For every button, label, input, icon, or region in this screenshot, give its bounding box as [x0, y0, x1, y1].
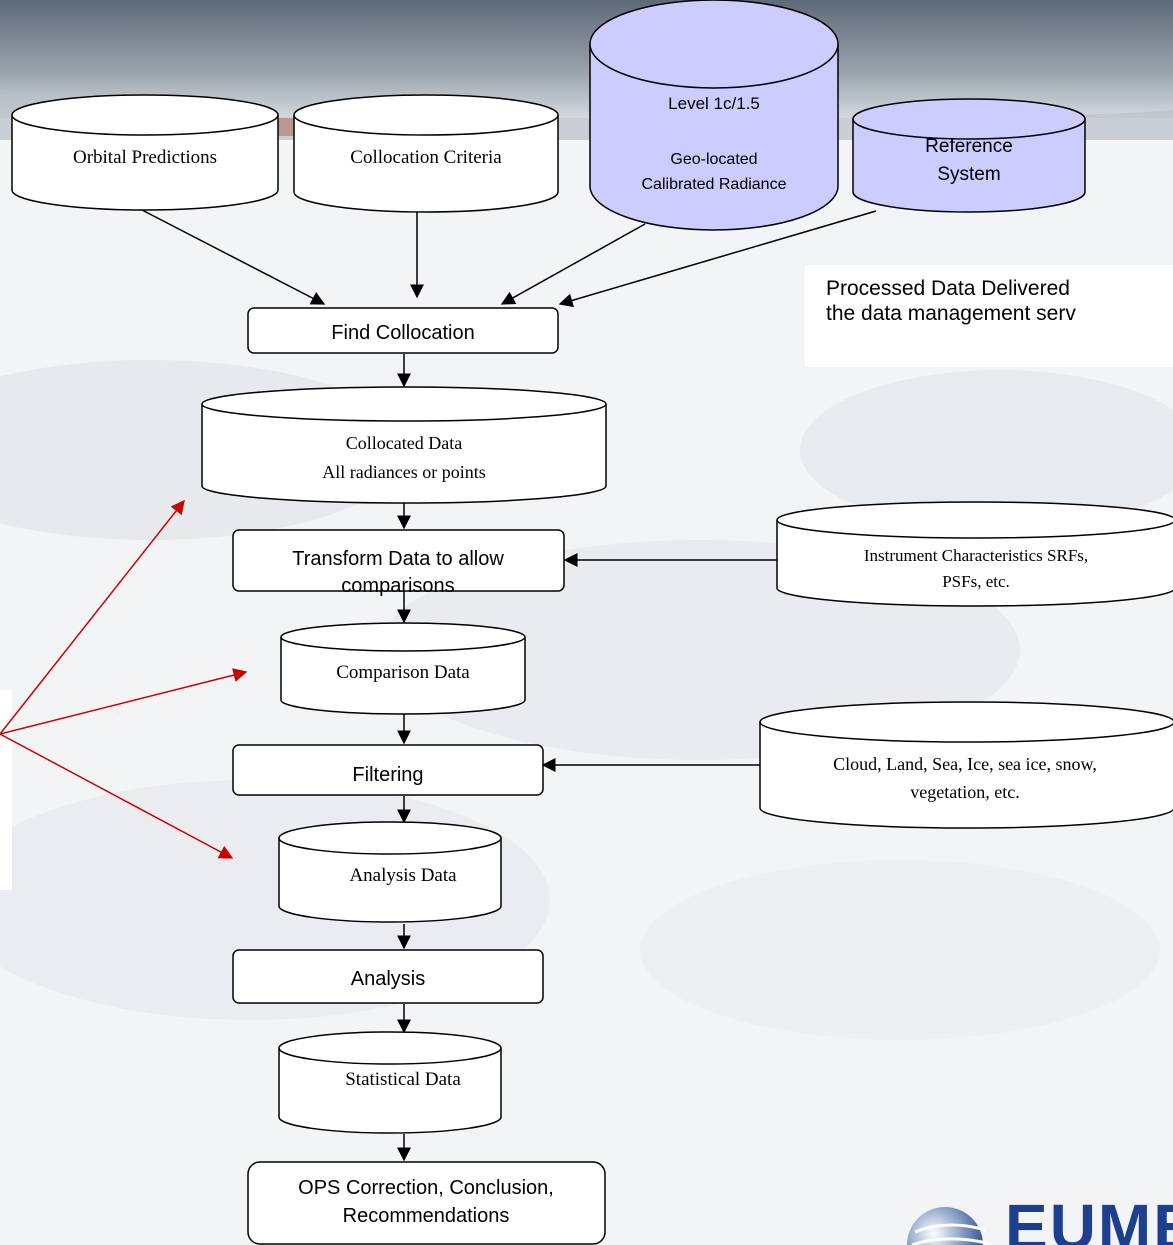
ops-correction-step: OPS Correction, Conclusion, Recommendati… — [247, 1161, 606, 1245]
arrow-orbital-to-find — [141, 209, 326, 305]
logo-text: EUMET — [1005, 1191, 1173, 1245]
logo-globe-icon — [907, 1207, 991, 1245]
instrument-characteristics-store: Instrument Characteristics SRFs, PSFs, e… — [776, 501, 1173, 607]
red-arrows — [0, 499, 248, 859]
arrow-level-to-find — [500, 223, 646, 305]
reference-system-store: Reference System — [852, 98, 1086, 213]
filtering-label: Filtering — [352, 764, 423, 786]
red-arrow-to-analysis-data — [0, 733, 234, 859]
transform-line2: comparisons — [341, 575, 454, 597]
level-1c-store: Level 1c/1.5 Geo-located Calibrated Radi… — [589, 0, 839, 231]
reference-line2: System — [937, 164, 1000, 185]
level-line1: Geo-located — [670, 151, 757, 168]
eumetsat-logo: EUMET — [905, 1190, 1173, 1245]
transform-data-step: Transform Data to allow comparisons — [232, 529, 565, 597]
analysis-data-store: Analysis Data — [278, 821, 502, 923]
filtering-step: Filtering — [232, 744, 544, 796]
note-line1: Processed Data Delivered — [826, 277, 1070, 300]
transform-line1: Transform Data to allow — [292, 548, 504, 570]
statistical-data-store: Statistical Data — [278, 1031, 502, 1134]
cloud-land-sea-store: Cloud, Land, Sea, Ice, sea ice, snow, ve… — [759, 701, 1173, 829]
analysis-data-label: Analysis Data — [349, 865, 457, 886]
red-arrow-to-comparison — [0, 668, 248, 735]
ops-line2: Recommendations — [343, 1205, 510, 1227]
analysis-label: Analysis — [351, 968, 425, 990]
find-collocation-step: Find Collocation — [247, 307, 559, 354]
instrument-line2: PSFs, etc. — [942, 572, 1010, 591]
arrow-reference-to-find — [558, 210, 877, 308]
orbital-predictions-store: Orbital Predictions — [11, 94, 279, 211]
reference-line1: Reference — [925, 136, 1013, 157]
statistical-data-label: Statistical Data — [345, 1069, 461, 1090]
red-arrow-to-collocated — [0, 499, 185, 735]
level-title: Level 1c/1.5 — [668, 94, 760, 113]
collocated-line2: All radiances or points — [322, 462, 485, 482]
ops-line1: OPS Correction, Conclusion, — [298, 1177, 554, 1199]
collocation-criteria-store: Collocation Criteria — [293, 94, 559, 213]
cloud-line2: vegetation, etc. — [910, 782, 1019, 802]
instrument-line1: Instrument Characteristics SRFs, — [864, 546, 1088, 565]
level-line2: Calibrated Radiance — [642, 176, 787, 193]
find-collocation-label: Find Collocation — [331, 322, 474, 344]
comparison-data-store: Comparison Data — [280, 622, 526, 715]
orbital-predictions-label: Orbital Predictions — [73, 147, 217, 168]
cloud-line1: Cloud, Land, Sea, Ice, sea ice, snow, — [833, 754, 1097, 774]
comparison-data-label: Comparison Data — [336, 662, 470, 683]
collocated-line1: Collocated Data — [346, 433, 462, 453]
analysis-step: Analysis — [232, 949, 544, 1004]
connectors — [141, 209, 877, 1162]
collocated-data-store: Collocated Data All radiances or points — [201, 386, 607, 504]
collocation-criteria-label: Collocation Criteria — [350, 147, 502, 168]
processed-data-note: Processed Data Delivered the data manage… — [805, 265, 1173, 367]
note-line2: the data management serv — [826, 302, 1076, 325]
